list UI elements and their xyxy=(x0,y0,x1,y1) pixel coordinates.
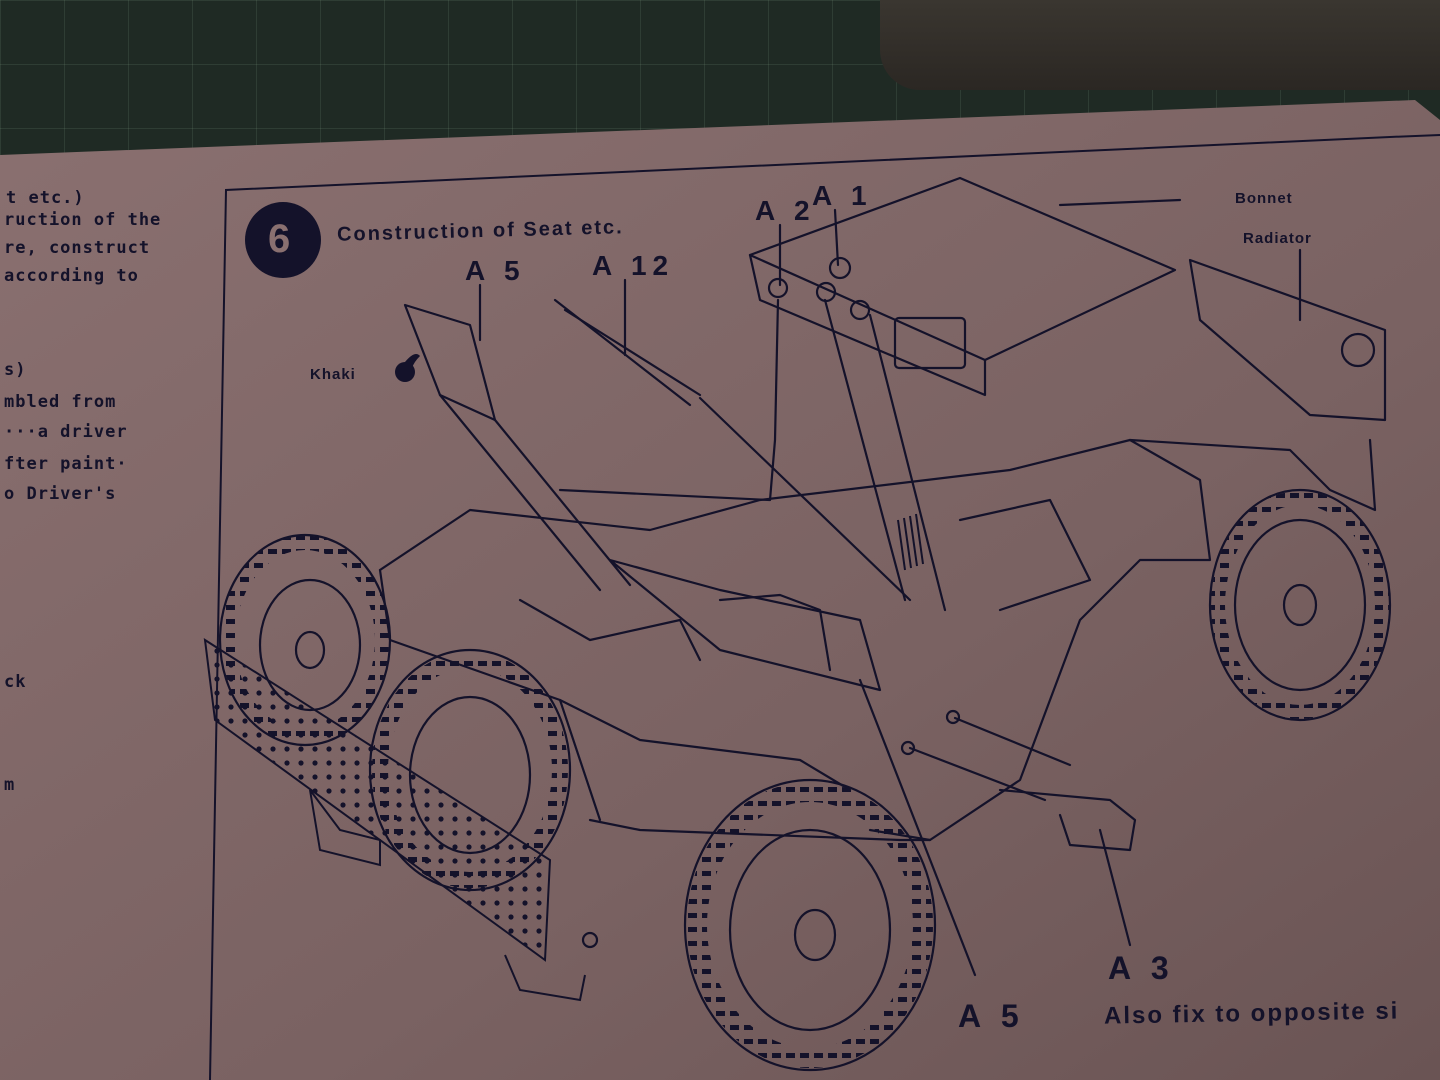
part-label-radiator: Radiator xyxy=(1243,230,1312,247)
diagram-frame xyxy=(209,134,1440,1080)
front-left-wheel xyxy=(683,778,937,1072)
side-step-part xyxy=(998,788,1137,852)
part-label-a3: A 3 xyxy=(1108,950,1175,986)
body-tub-outline xyxy=(378,438,1377,572)
part-label-a12: A 12 xyxy=(592,250,675,281)
left-text-line-5: s) xyxy=(4,360,27,380)
left-text-line-8: fter paint· xyxy=(4,454,128,474)
part-label-a1: A 1 xyxy=(812,180,873,211)
part-label-a5-top: A 5 xyxy=(465,255,526,286)
left-text-line-6: mbled from xyxy=(4,392,117,412)
rear-panel xyxy=(203,638,552,962)
radiator-outline xyxy=(1188,258,1387,422)
left-text-line-4: according to xyxy=(4,266,139,286)
left-text-line-9: o Driver's xyxy=(4,484,117,504)
paint-color-label: Khaki xyxy=(310,366,356,383)
paint-drop-icon xyxy=(395,354,420,382)
front-right-wheel xyxy=(1208,488,1392,722)
left-text-line-11: m xyxy=(4,775,16,795)
left-text-line-3: re, construct xyxy=(4,238,151,258)
left-text-line-2: ruction of the xyxy=(4,210,162,230)
part-label-bonnet: Bonnet xyxy=(1235,190,1293,207)
background-object xyxy=(880,0,1440,90)
left-text-line-7: ···a driver xyxy=(4,422,128,442)
bonnet-outline xyxy=(748,176,1177,362)
left-text-line-10: ck xyxy=(4,672,27,692)
instruction-note: Also fix to opposite si xyxy=(1103,997,1400,1030)
step-number: 6 xyxy=(268,217,291,261)
part-label-a5-bottom: A 5 xyxy=(958,998,1025,1034)
vent-grille xyxy=(897,513,924,571)
part-label-a2: A 2 xyxy=(755,195,816,226)
step-badge xyxy=(245,202,321,278)
left-text-line-1: t etc.) xyxy=(6,188,85,208)
